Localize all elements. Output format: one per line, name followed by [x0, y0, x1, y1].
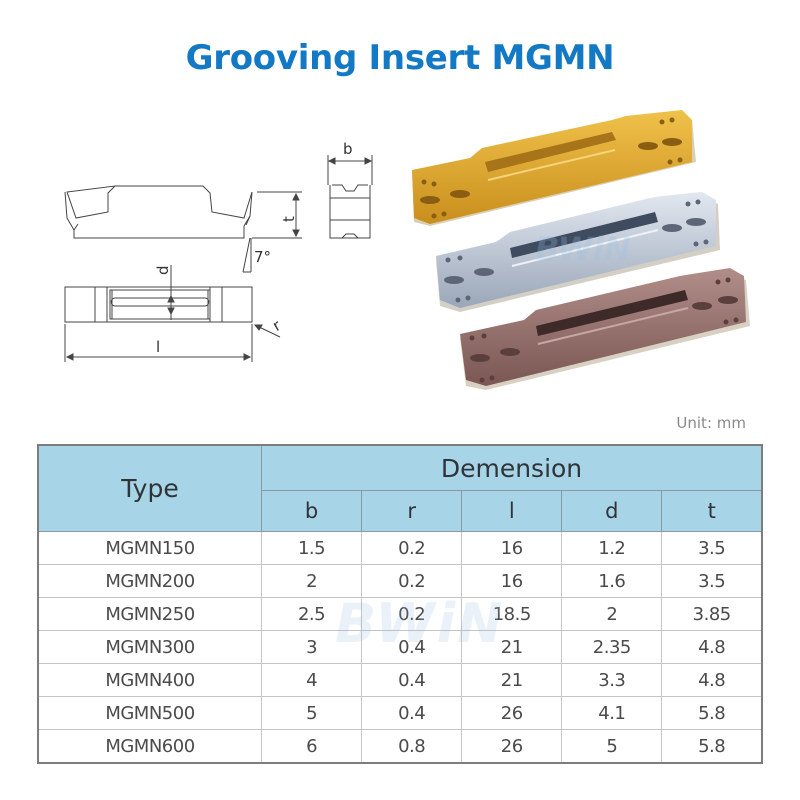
cell-l: 21: [461, 663, 563, 697]
table-row: MGMN500 5 0.4 26 4.1 5.8: [37, 696, 763, 730]
label-b: b: [343, 140, 353, 158]
cell-t: 4.8: [661, 663, 763, 697]
dimension-group-header: Demension: [261, 444, 763, 491]
cell-r: 0.2: [361, 597, 463, 631]
table-row: MGMN250 2.5 0.2 18.5 2 3.85: [37, 597, 763, 631]
cell-l: 16: [461, 564, 563, 598]
type-header: Type: [37, 444, 262, 532]
cell-t: 3.85: [661, 597, 763, 631]
silver-insert: [436, 192, 720, 312]
cell-type: MGMN150: [37, 531, 262, 565]
technical-drawing: b t 7° d r l: [64, 140, 373, 362]
cell-r: 0.4: [361, 663, 463, 697]
cell-b: 4: [260, 663, 363, 697]
gold-insert: [412, 110, 696, 226]
cell-b: 1.5: [260, 531, 363, 565]
cell-type: MGMN400: [37, 663, 262, 697]
column-header-l: l: [461, 490, 563, 532]
table-row: MGMN600 6 0.8 26 5 5.8: [37, 729, 763, 764]
cell-d: 2.35: [561, 630, 663, 664]
cell-type: MGMN200: [37, 564, 262, 598]
cell-type: MGMN250: [37, 597, 262, 631]
cell-t: 3.5: [661, 564, 763, 598]
cell-d: 4.1: [561, 696, 663, 730]
cell-b: 2: [260, 564, 363, 598]
column-header-r: r: [361, 490, 463, 532]
cell-b: 3: [260, 630, 363, 664]
label-t: t: [280, 216, 298, 222]
table-row: MGMN150 1.5 0.2 16 1.2 3.5: [37, 531, 763, 565]
photo-watermark: BWiN: [535, 230, 631, 268]
cell-r: 0.2: [361, 564, 463, 598]
cell-b: 5: [260, 696, 363, 730]
label-r: r: [270, 316, 285, 335]
cell-type: MGMN600: [37, 729, 262, 764]
cell-b: 6: [260, 729, 363, 764]
cell-r: 0.4: [361, 630, 463, 664]
label-angle: 7°: [254, 248, 271, 266]
column-header-d: d: [561, 490, 663, 532]
cell-l: 18.5: [461, 597, 563, 631]
cell-t: 3.5: [661, 531, 763, 565]
cell-l: 21: [461, 630, 563, 664]
cell-d: 2: [561, 597, 663, 631]
column-header-t: t: [661, 490, 763, 532]
cell-r: 0.8: [361, 729, 463, 764]
cell-r: 0.2: [361, 531, 463, 565]
cell-d: 3.3: [561, 663, 663, 697]
cell-d: 5: [561, 729, 663, 764]
cell-l: 16: [461, 531, 563, 565]
label-l: l: [156, 338, 160, 356]
cell-t: 5.8: [661, 729, 763, 764]
cell-t: 5.8: [661, 696, 763, 730]
product-photo: BWiN: [412, 110, 750, 390]
cell-d: 1.6: [561, 564, 663, 598]
cell-l: 26: [461, 729, 563, 764]
cell-l: 26: [461, 696, 563, 730]
table-row: MGMN400 4 0.4 21 3.3 4.8: [37, 663, 763, 697]
unit-note: Unit: mm: [676, 414, 746, 432]
label-d: d: [154, 265, 172, 275]
dimension-table: Type Demension b r l d t MGMN150 1.5 0.2…: [37, 444, 763, 764]
cell-t: 4.8: [661, 630, 763, 664]
cell-type: MGMN300: [37, 630, 262, 664]
cell-b: 2.5: [260, 597, 363, 631]
page-title: Grooving Insert MGMN: [185, 38, 615, 78]
cell-r: 0.4: [361, 696, 463, 730]
cell-type: MGMN500: [37, 696, 262, 730]
table-row: MGMN200 2 0.2 16 1.6 3.5: [37, 564, 763, 598]
cell-d: 1.2: [561, 531, 663, 565]
table-row: MGMN300 3 0.4 21 2.35 4.8: [37, 630, 763, 664]
column-header-b: b: [260, 490, 363, 532]
bronze-insert: [460, 268, 750, 390]
